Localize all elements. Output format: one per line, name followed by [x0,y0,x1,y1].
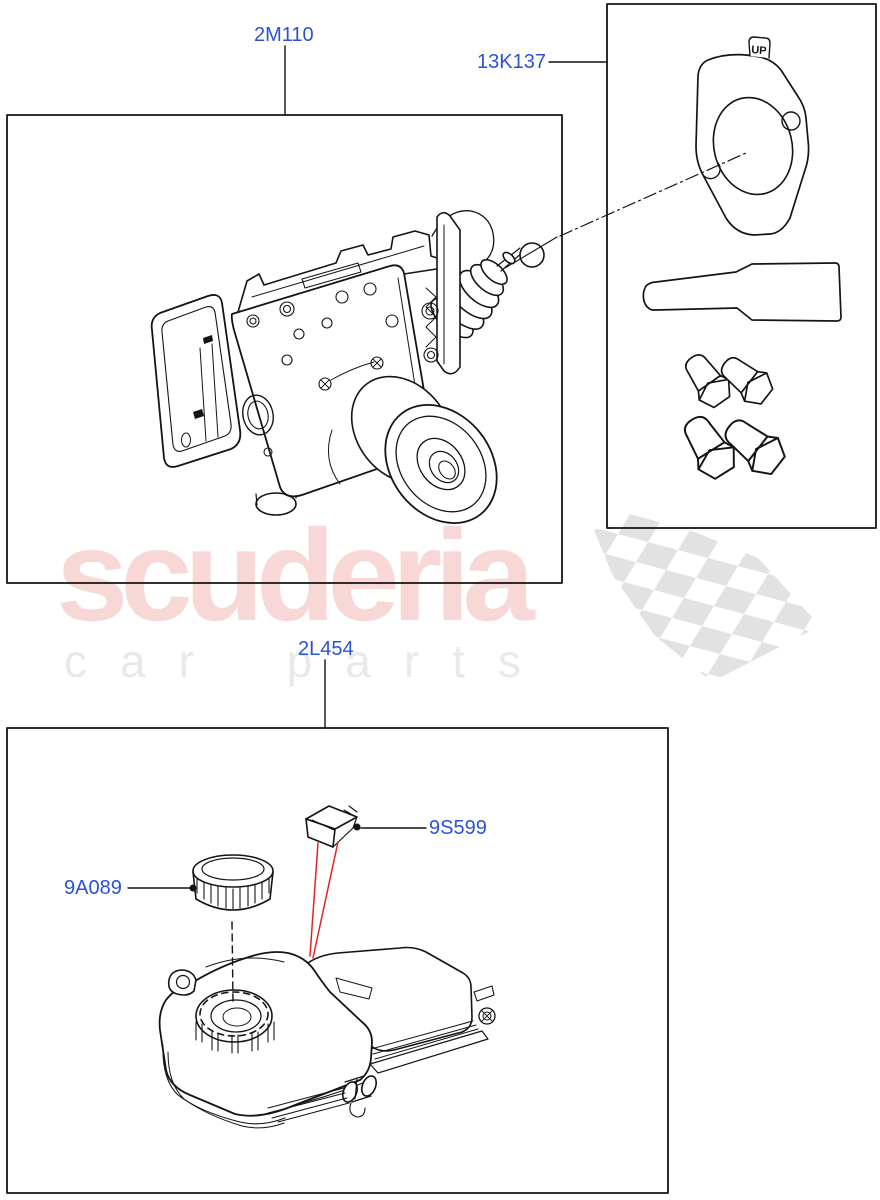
gasket-kit-drawing: UP [642,36,842,480]
reservoir-cap-drawing [192,854,274,911]
flag-shape [594,514,820,682]
label-leader-lines [127,45,608,892]
reservoir-kit-drawing [158,805,496,1129]
red-pointer-lines [309,841,339,959]
part-label-level-sensor[interactable]: 9S599 [429,817,487,839]
spacer-paddle [642,262,842,322]
watermark-tagline-text: car parts [64,635,554,687]
gasket-kit-panel-border [606,3,877,529]
level-sensor-drawing [305,805,358,848]
reservoir-tank [158,951,373,1117]
gasket-up-tab [748,36,771,59]
part-label-booster[interactable]: 2M110 [254,24,314,46]
cap-nut-covers [683,354,786,480]
part-label-reservoir-cap[interactable]: 9A089 [64,877,122,899]
checkered-flag-watermark [594,514,820,682]
watermark-brand-text: scuderia [56,502,535,648]
gasket-plate [695,53,810,236]
gasket-up-marking: UP [751,44,767,57]
pushrod-ball [519,242,545,268]
reservoir-panel-border [6,727,669,1194]
part-label-reservoir-kit[interactable]: 2L454 [298,638,354,660]
brake-booster-drawing [150,210,545,524]
alignment-centerline [504,152,747,269]
part-label-gasket-kit[interactable]: 13K137 [477,51,546,73]
